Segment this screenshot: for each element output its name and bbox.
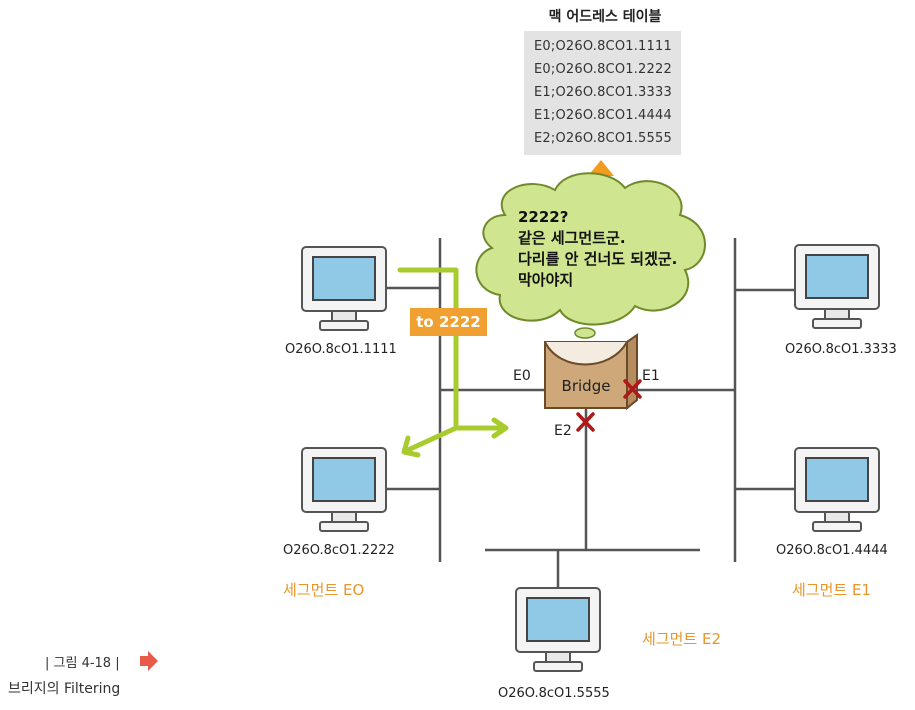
mac-table-row: E1;O26O.8CO1.3333 — [534, 85, 672, 100]
segment-e0-label: 세그먼트 EO — [283, 581, 365, 599]
host-label: O26O.8cO1.1111 — [285, 342, 397, 357]
host-label: O26O.8cO1.3333 — [785, 342, 897, 357]
computer-1111-icon — [301, 246, 387, 331]
frame-path-arrow — [397, 267, 509, 458]
figure-number: | 그림 4-18 | — [45, 656, 120, 671]
computer-3333-icon — [794, 244, 880, 329]
cloud-line: 다리를 안 건너도 되겠군. — [518, 250, 678, 268]
computer-2222-icon — [301, 447, 387, 532]
figure-arrow-icon — [140, 651, 158, 671]
mac-table-row: E1;O26O.8CO1.4444 — [534, 108, 672, 123]
network-lines — [386, 238, 795, 588]
cloud-line: 같은 세그먼트군. — [518, 229, 626, 247]
mac-table: E0;O26O.8CO1.1111 E0;O26O.8CO1.2222 E1;O… — [524, 31, 681, 155]
mac-table-row: E0;O26O.8CO1.1111 — [534, 39, 672, 54]
cloud-text: 2222? 같은 세그먼트군. 다리를 안 건너도 되겠군. 막아야지 — [518, 207, 677, 291]
blocked-e2-icon — [576, 412, 595, 432]
cloud-line: 막아야지 — [518, 271, 574, 289]
host-label: O26O.8cO1.5555 — [498, 686, 610, 701]
segment-e2-label: 세그먼트 E2 — [642, 630, 721, 648]
cloud-line: 2222? — [518, 208, 569, 226]
bridge-device — [544, 333, 638, 411]
mac-table-row: E0;O26O.8CO1.2222 — [534, 62, 672, 77]
thought-cloud — [475, 172, 706, 351]
computer-5555-icon — [515, 587, 601, 672]
mac-table-title: 맥 어드레스 테이블 — [548, 9, 662, 25]
blocked-e1-icon — [623, 379, 642, 399]
frame-destination-tag: to 2222 — [410, 308, 487, 336]
figure-caption: 브리지의 Filtering — [8, 681, 121, 697]
port-e1-label: E1 — [642, 368, 660, 384]
computer-4444-icon — [794, 447, 880, 532]
port-e2-label: E2 — [554, 423, 572, 439]
segment-e1-label: 세그먼트 E1 — [792, 581, 871, 599]
host-label: O26O.8cO1.4444 — [776, 543, 888, 558]
mac-table-row: E2;O26O.8CO1.5555 — [534, 131, 672, 146]
bridge-label: Bridge — [561, 377, 611, 395]
port-e0-label: E0 — [513, 368, 531, 384]
host-label: O26O.8cO1.2222 — [283, 543, 395, 558]
